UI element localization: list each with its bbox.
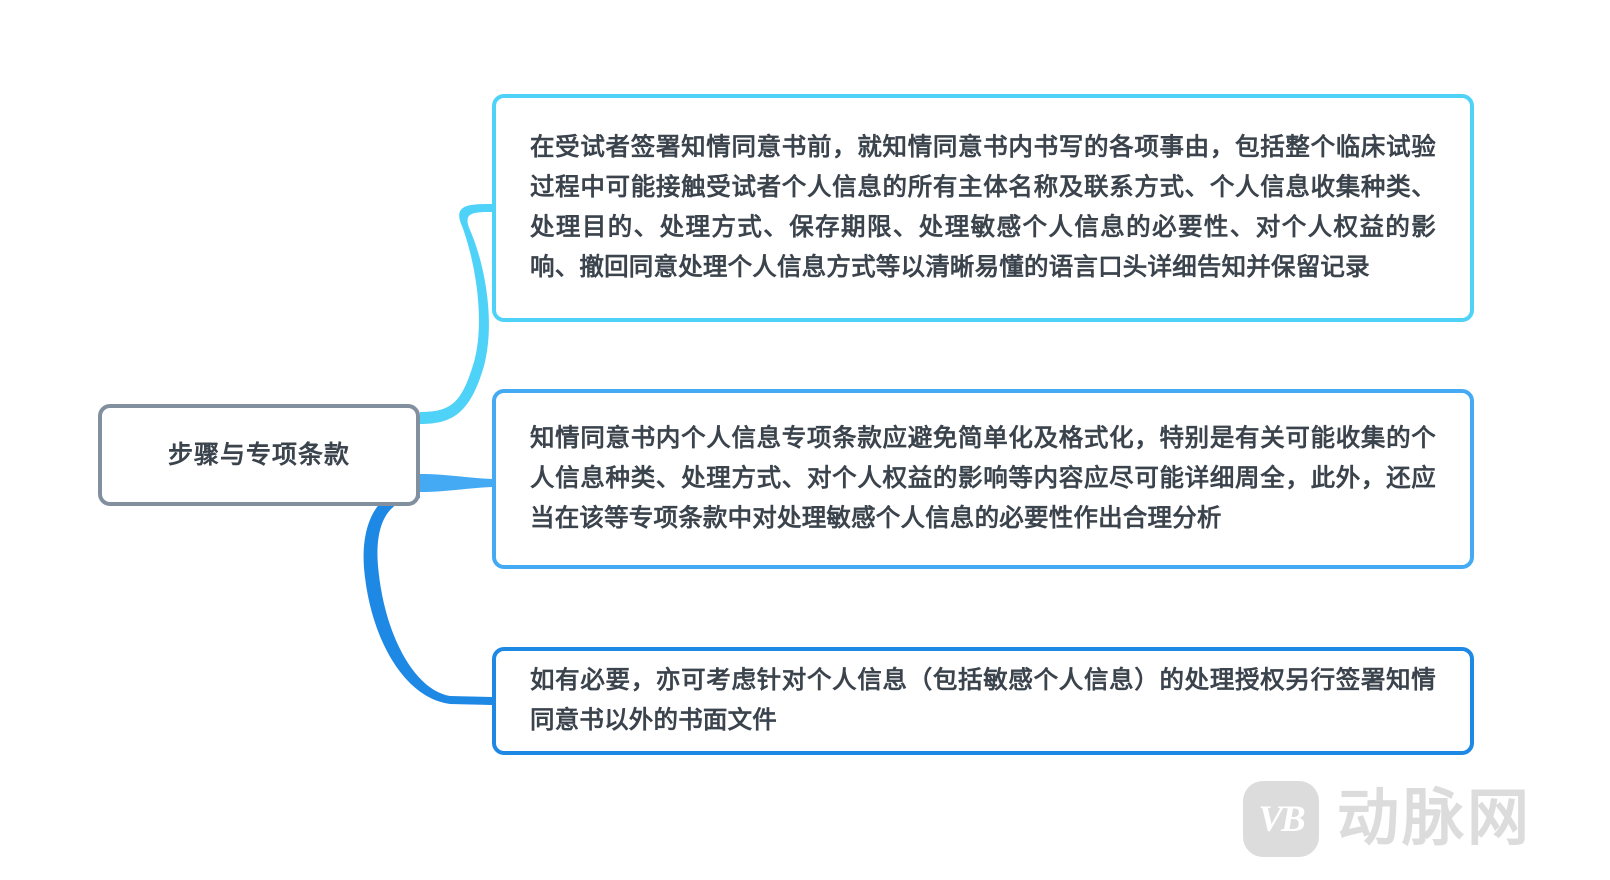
branch-node-1[interactable]: 在受试者签署知情同意书前，就知情同意书内书写的各项事由，包括整个临床试验过程中可… — [492, 94, 1474, 322]
branch-node-2[interactable]: 知情同意书内个人信息专项条款应避免简单化及格式化，特别是有关可能收集的个人信息种… — [492, 389, 1474, 569]
branch-node-2-text: 知情同意书内个人信息专项条款应避免简单化及格式化，特别是有关可能收集的个人信息种… — [530, 425, 1436, 532]
watermark-wordmark: 动脉网 — [1337, 784, 1533, 853]
watermark-logo-text: VB — [1258, 798, 1305, 840]
connector-branch-3 — [363, 486, 492, 705]
root-node-label: 步骤与专项条款 — [167, 441, 350, 469]
connector-branch-1 — [420, 204, 492, 424]
watermark: VB 动脉网 — [1243, 781, 1532, 857]
root-node[interactable]: 步骤与专项条款 — [98, 404, 420, 506]
branch-node-3-text: 如有必要，亦可考虑针对个人信息（包括敏感个人信息）的处理授权另行签署知情同意书以… — [530, 667, 1436, 734]
branch-node-1-text: 在受试者签署知情同意书前，就知情同意书内书写的各项事由，包括整个临床试验过程中可… — [530, 134, 1436, 281]
branch-node-3[interactable]: 如有必要，亦可考虑针对个人信息（包括敏感个人信息）的处理授权另行签署知情同意书以… — [492, 647, 1474, 755]
connector-branch-2 — [420, 474, 492, 492]
watermark-logo-icon: VB — [1243, 781, 1319, 857]
